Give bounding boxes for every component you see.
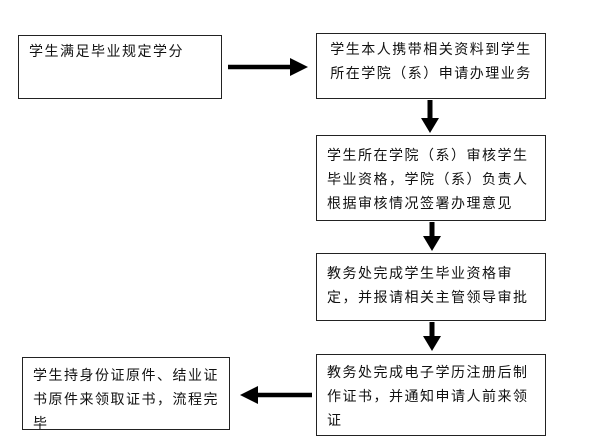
step-3-box: 学生所在学院（系）审核学生毕业资格，学院（系）负责人根据审核情况签署办理意见 xyxy=(316,135,546,221)
step-2-box: 学生本人携带相关资料到学生所在学院（系）申请办理业务 xyxy=(316,33,546,99)
step-4-box: 教务处完成学生毕业资格审定，并报请相关主管领导审批 xyxy=(316,253,546,321)
step-5-text: 教务处完成电子学历注册后制作证书，并通知申请人前来领证 xyxy=(327,365,529,429)
step-1-box: 学生满足毕业规定学分 xyxy=(18,35,222,99)
step-3-text: 学生所在学院（系）审核学生毕业资格，学院（系）负责人根据审核情况签署办理意见 xyxy=(327,148,529,212)
arrow-down xyxy=(423,222,441,251)
arrow-left xyxy=(240,386,312,404)
step-2-text: 学生本人携带相关资料到学生所在学院（系）申请办理业务 xyxy=(330,42,532,82)
step-5-box: 教务处完成电子学历注册后制作证书，并通知申请人前来领证 xyxy=(316,354,546,436)
step-4-text: 教务处完成学生毕业资格审定，并报请相关主管领导审批 xyxy=(327,266,529,306)
arrow-down xyxy=(421,100,439,133)
arrow-down xyxy=(423,322,441,351)
step-6-text: 学生持身份证原件、结业证书原件来领取证书，流程完毕 xyxy=(33,368,219,432)
step-1-text: 学生满足毕业规定学分 xyxy=(29,44,184,60)
step-6-box: 学生持身份证原件、结业证书原件来领取证书，流程完毕 xyxy=(22,357,230,432)
arrow-right xyxy=(228,58,308,76)
